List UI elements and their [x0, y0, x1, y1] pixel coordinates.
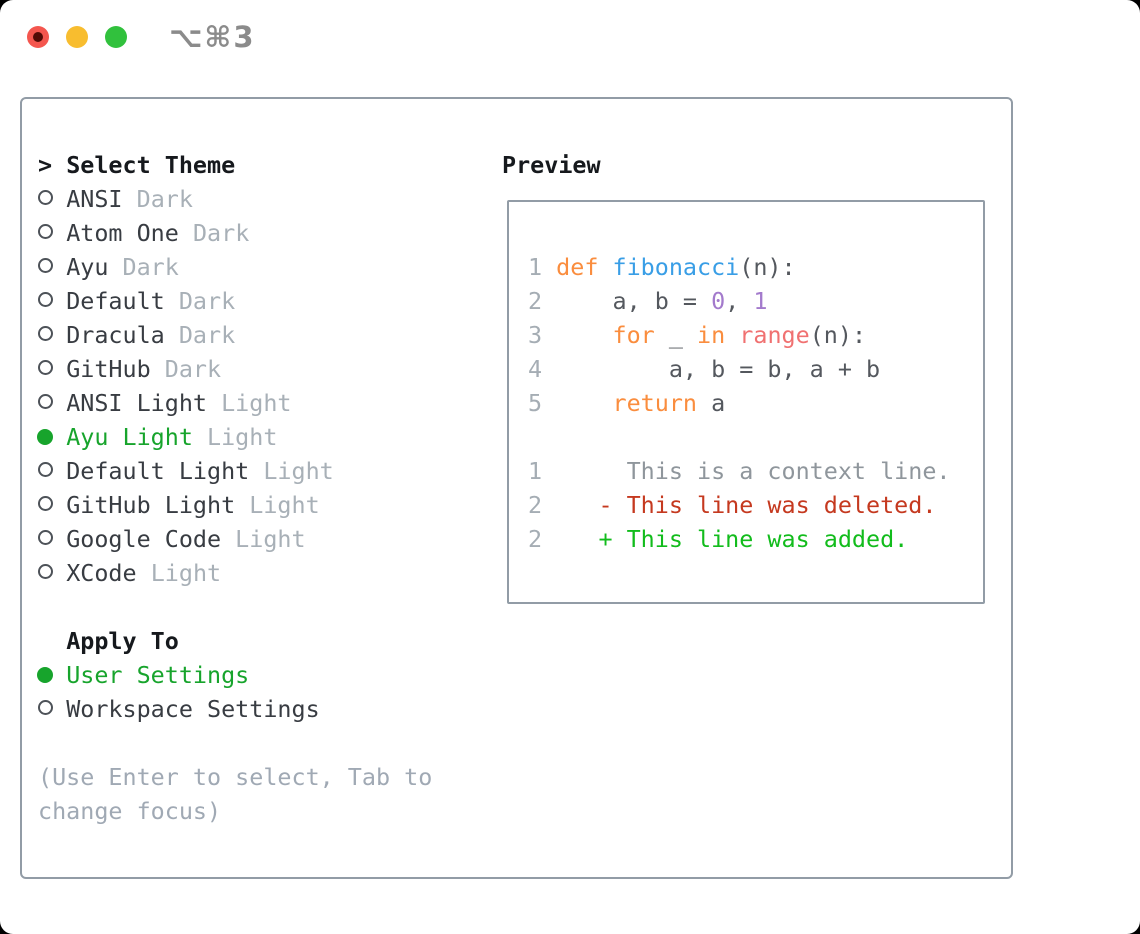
radio-indicator	[38, 488, 66, 522]
option-label: Google Code	[66, 525, 222, 553]
option-variant: Light	[249, 457, 334, 485]
theme-option-google-code[interactable]: Google Code Light	[38, 522, 432, 556]
radio-indicator	[38, 522, 66, 556]
option-variant: Dark	[164, 321, 236, 349]
preview-line-7: 1 This is a context line.	[528, 457, 951, 485]
apply-to-header: Apply To	[38, 624, 432, 658]
option-variant: Light	[207, 389, 292, 417]
theme-option-github[interactable]: GitHub Dark	[38, 352, 432, 386]
theme-option-ayu[interactable]: Ayu Dark	[38, 250, 432, 284]
option-variant: Dark	[150, 355, 222, 383]
apply-to-title: Apply To	[66, 627, 179, 655]
theme-option-dracula[interactable]: Dracula Dark	[38, 318, 432, 352]
radio-indicator	[38, 352, 66, 386]
theme-option-atom-one[interactable]: Atom One Dark	[38, 216, 432, 250]
option-label: Ayu Light	[66, 423, 193, 451]
option-label: GitHub Light	[66, 491, 236, 519]
theme-option-github-light[interactable]: GitHub Light Light	[38, 488, 432, 522]
radio-indicator	[38, 692, 66, 726]
option-variant: Light	[136, 559, 222, 587]
option-variant: Dark	[164, 287, 236, 315]
preview-line-6	[528, 420, 951, 454]
preview-line-5: 5 return a	[528, 389, 726, 417]
radio-indicator	[38, 216, 66, 250]
close-button[interactable]	[27, 26, 49, 48]
option-label: GitHub	[66, 355, 151, 383]
option-variant: Light	[192, 423, 278, 451]
radio-indicator	[38, 454, 66, 488]
option-variant: Light	[221, 525, 306, 553]
theme-option-ansi-light[interactable]: ANSI Light Light	[38, 386, 432, 420]
maximize-button[interactable]	[105, 26, 127, 48]
radio-indicator	[38, 182, 66, 216]
radio-indicator	[38, 284, 66, 318]
preview-box: 1 def fibonacci(n): 2 a, b = 0, 1 3 for _ …	[507, 200, 985, 604]
option-variant: Light	[235, 491, 320, 519]
select-theme-title: Select Theme	[66, 151, 236, 179]
preview-line-8: 2 - This line was deleted.	[528, 491, 937, 519]
close-button-dot	[33, 32, 43, 42]
option-label: Default	[66, 287, 165, 315]
option-variant: Dark	[122, 185, 193, 213]
option-label: Dracula	[66, 321, 165, 349]
option-label: User Settings	[66, 661, 250, 689]
preview-line-4: 4 a, b = b, a + b	[528, 355, 881, 383]
preview-line-2: 2 a, b = 0, 1	[528, 287, 768, 315]
option-label: ANSI Light	[66, 389, 208, 417]
preview-title: Preview	[502, 151, 601, 179]
option-label: XCode	[66, 559, 137, 587]
option-variant: Dark	[178, 219, 250, 247]
hint-line-1: (Use Enter to select, Tab to	[38, 763, 433, 791]
apply-option-workspace-settings[interactable]: Workspace Settings	[38, 692, 432, 726]
spacer	[38, 726, 432, 760]
preview-line-1: 1 def fibonacci(n):	[528, 253, 796, 281]
minimize-button[interactable]	[66, 26, 88, 48]
option-label: Default Light	[66, 457, 250, 485]
option-variant: Dark	[108, 253, 179, 281]
apply-option-user-settings[interactable]: User Settings	[37, 658, 432, 692]
radio-indicator	[37, 420, 66, 454]
preview-line-3: 3 for _ in range(n):	[528, 321, 867, 349]
theme-option-default-light[interactable]: Default Light Light	[38, 454, 432, 488]
theme-option-xcode[interactable]: XCode Light	[38, 556, 432, 590]
option-label: Ayu	[66, 253, 109, 281]
option-label: Atom One	[66, 219, 179, 247]
radio-indicator	[38, 318, 66, 352]
option-label: ANSI	[66, 185, 123, 213]
code-preview: 1 def fibonacci(n): 2 a, b = 0, 1 3 for _ …	[528, 250, 951, 556]
option-label: Workspace Settings	[66, 695, 320, 723]
select-theme-header: > Select Theme	[38, 148, 432, 182]
radio-indicator	[38, 250, 66, 284]
spacer	[38, 590, 432, 624]
preview-line-9: 2 + This line was added.	[528, 525, 909, 553]
theme-option-ayu-light[interactable]: Ayu Light Light	[37, 420, 432, 454]
focus-caret: >	[38, 151, 53, 179]
window-title: ⌥⌘3	[169, 20, 256, 54]
theme-option-default[interactable]: Default Dark	[38, 284, 432, 318]
radio-indicator	[38, 556, 66, 590]
radio-indicator	[38, 386, 66, 420]
theme-option-ansi[interactable]: ANSI Dark	[38, 182, 432, 216]
radio-indicator	[37, 658, 66, 692]
hint-line-2: change focus)	[38, 797, 222, 825]
